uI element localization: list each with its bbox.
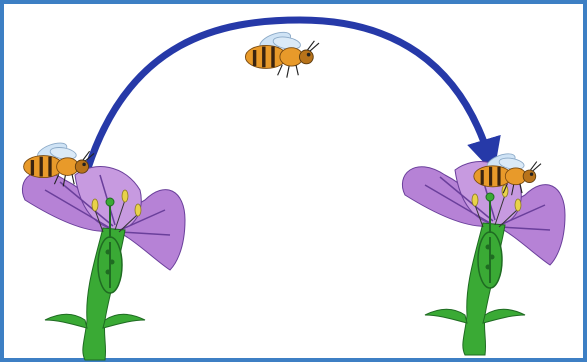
flower-right-icon xyxy=(402,162,565,355)
bee-middle-icon xyxy=(245,29,319,78)
flower-left-icon xyxy=(22,167,185,360)
